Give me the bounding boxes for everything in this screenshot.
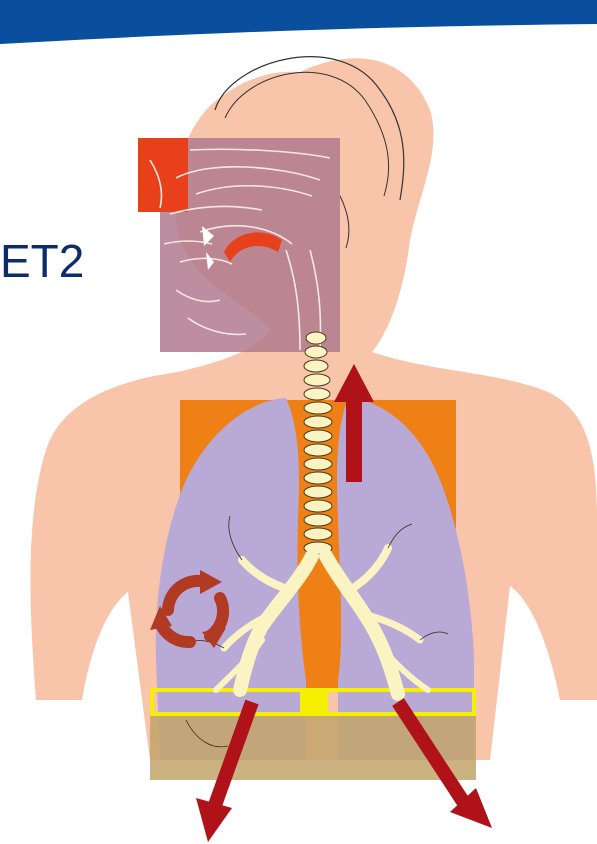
respiratory-diagram bbox=[0, 0, 597, 844]
